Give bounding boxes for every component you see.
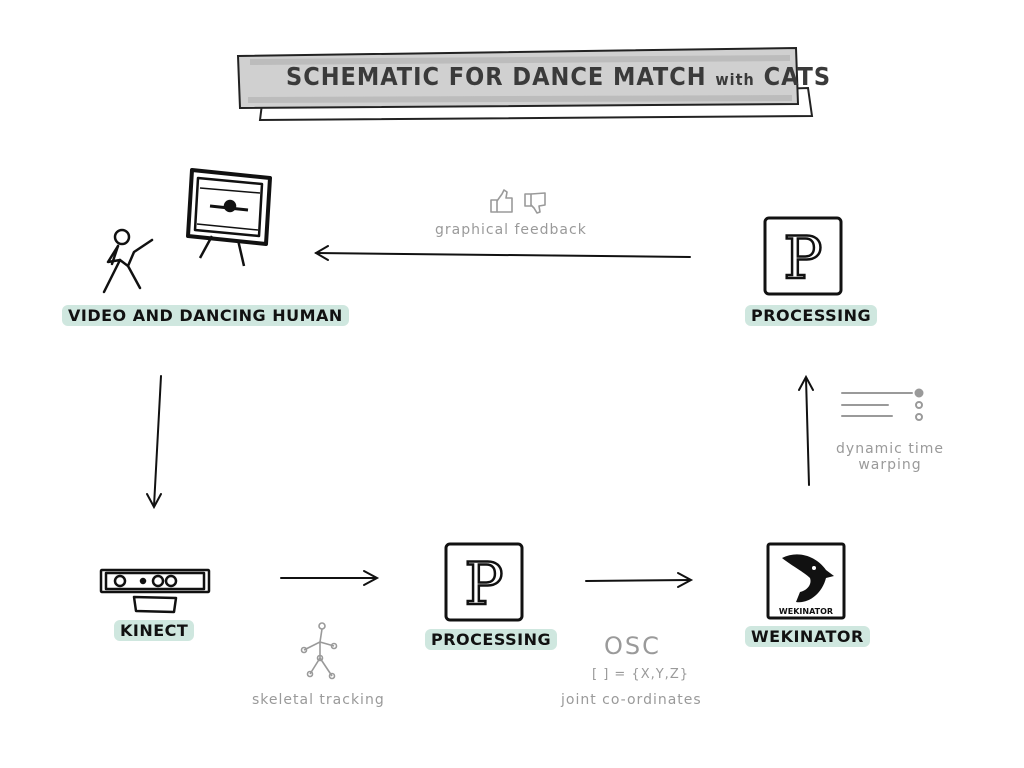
label-processing-mid: PROCESSING xyxy=(425,629,558,650)
note-dtw-line1: dynamic time xyxy=(836,441,944,457)
note-dtw: dynamic time warping xyxy=(832,441,948,473)
label-wekinator-text: WEKINATOR xyxy=(745,626,870,647)
note-graphical-feedback: graphical feedback xyxy=(435,222,587,238)
svg-text:P: P xyxy=(464,550,503,618)
label-processing-top: PROCESSING xyxy=(745,305,878,326)
kinect-icon xyxy=(99,568,211,614)
note-osc: OSC xyxy=(604,632,661,660)
processing-logo-top: P xyxy=(763,216,843,296)
label-video-human: VIDEO AND DANCING HUMAN xyxy=(62,305,349,326)
title-with: with xyxy=(715,70,755,89)
arrow-to-wekinator xyxy=(585,572,694,588)
label-kinect-text: KINECT xyxy=(114,620,195,641)
title-banner xyxy=(236,46,814,122)
thumbs-up-down-icon xyxy=(490,189,546,214)
arrow-to-processing-top xyxy=(798,374,814,486)
dtw-icon xyxy=(841,388,924,421)
title-main: SCHEMATIC FOR DANCE MATCH xyxy=(286,62,707,91)
label-processing-top-text: PROCESSING xyxy=(745,305,878,326)
processing-logo-mid: P xyxy=(444,542,524,622)
label-processing-mid-text: PROCESSING xyxy=(425,629,558,650)
svg-text:WEKINATOR: WEKINATOR xyxy=(779,607,833,616)
video-screen-icon xyxy=(186,168,272,267)
page-title: SCHEMATIC FOR DANCE MATCH with CATS xyxy=(286,62,831,91)
arrow-feedback xyxy=(314,245,691,261)
wekinator-logo: WEKINATOR xyxy=(766,542,846,620)
label-video-human-text: VIDEO AND DANCING HUMAN xyxy=(62,305,349,326)
note-dtw-line2: warping xyxy=(858,457,922,473)
note-osc-formula: [ ] = {X,Y,Z} xyxy=(592,667,689,682)
arrow-to-processing-mid xyxy=(280,570,380,586)
title-cats: CATS xyxy=(763,62,832,91)
label-kinect: KINECT xyxy=(114,620,195,641)
arrow-to-kinect xyxy=(146,375,162,510)
note-joint-coordinates: joint co-ordinates xyxy=(561,692,702,708)
note-skeletal-tracking: skeletal tracking xyxy=(252,692,385,708)
skeleton-icon xyxy=(300,622,338,680)
label-wekinator: WEKINATOR xyxy=(745,626,870,647)
dancer-icon xyxy=(102,228,154,294)
svg-text:P: P xyxy=(783,224,822,292)
